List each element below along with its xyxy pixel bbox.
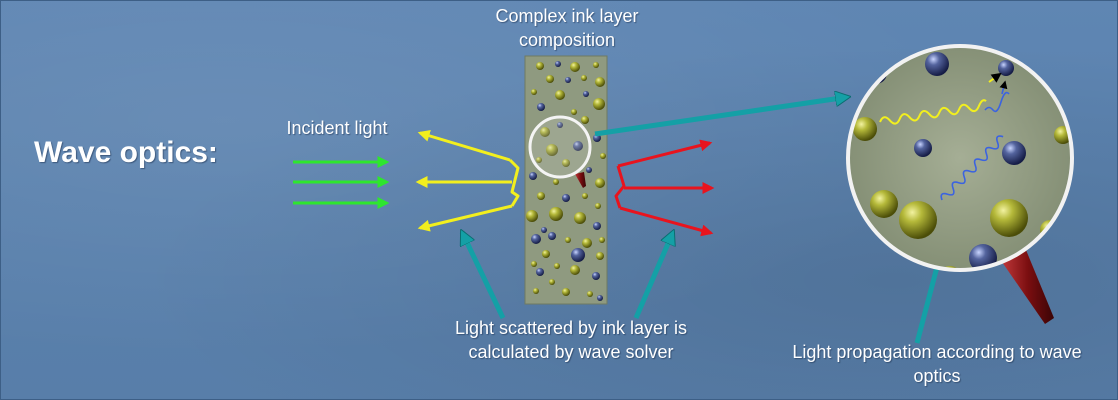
- scattered-light-label: Light scattered by ink layer is calculat…: [454, 318, 688, 362]
- ink-layer-label: Complex ink layer composition: [495, 6, 639, 50]
- ink-layer-slab: [524, 55, 608, 305]
- incident-light-label: Incident light: [286, 118, 388, 138]
- propagation-label: Light propagation according to wave opti…: [792, 342, 1082, 386]
- magnified-particles: [853, 52, 1072, 270]
- ink-particles: [526, 61, 606, 301]
- slide-title: Wave optics:: [34, 136, 218, 169]
- small-magnifier: [528, 115, 592, 188]
- incident-light-arrows: [293, 156, 390, 209]
- reflected-light-arrows: [415, 130, 520, 232]
- large-magnifier: [846, 44, 1074, 324]
- transmitted-light-arrows: [614, 139, 715, 237]
